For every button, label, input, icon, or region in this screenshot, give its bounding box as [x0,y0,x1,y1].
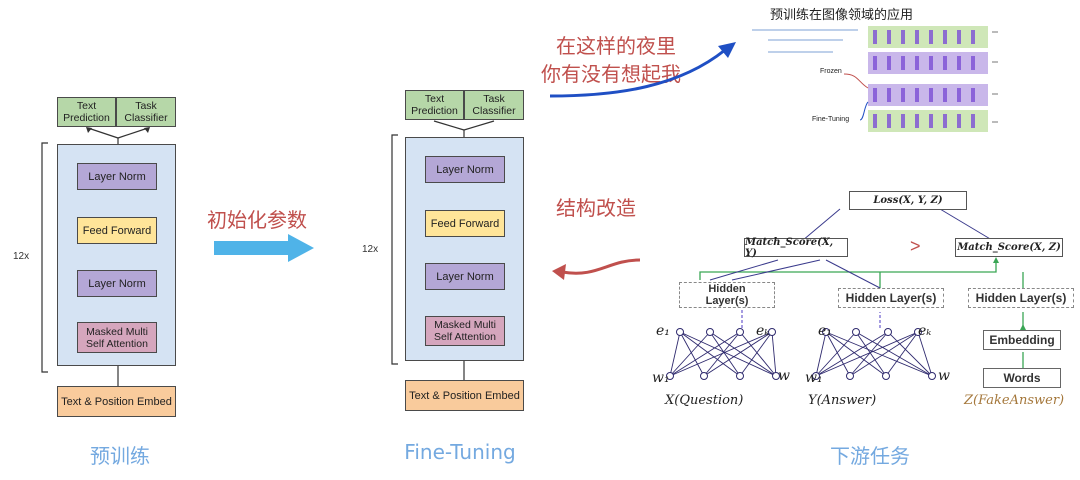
left-repeat-label: 12x [13,251,30,262]
left-caption: 预训练 [90,444,150,468]
init-params-note: 初始化参数 [207,208,307,232]
restructure-note: 结构改造 [556,196,636,220]
curved-red-arrow-icon [552,258,641,280]
downstream-connectors [666,208,1026,380]
loss-box: Loss(X, Y, Z) [849,191,967,210]
left-embed-box: Text & Position Embed [57,386,176,417]
thumbnail-title: 预训练在图像领域的应用 [770,8,914,23]
node-ek-question: eₖ [756,323,770,339]
words-box: Words [983,368,1061,388]
match-score-xy-box: Match_Score(X, Y) [744,237,848,259]
hidden-layer-answer: Hidden Layer(s) [838,288,944,308]
node-e1-answer: e₁ [818,323,832,339]
thumbnail-fine-tuning-label: Fine-Tuning [812,116,850,123]
left-feed-forward: Feed Forward [77,217,157,244]
match-score-xz-box: Match_Score(X, Z) [955,238,1063,257]
right-arrow-icon [214,234,314,262]
lyric-line-2: 你有没有想起我 [541,62,681,86]
middle-layer-norm-top: Layer Norm [425,156,505,183]
y-answer-label: Y(Answer) [808,393,877,408]
left-text-prediction-box: Text Prediction [57,97,116,127]
left-layer-norm-top: Layer Norm [77,163,157,190]
z-fake-answer-label: Z(FakeAnswer) [964,393,1065,408]
middle-repeat-label: 12x [362,244,379,255]
middle-masked-attention: Masked Multi Self Attention [425,316,505,346]
node-e1-question: e₁ [656,323,670,339]
node-w-answer: w [938,368,950,384]
middle-feed-forward: Feed Forward [425,210,505,237]
middle-text-prediction-box: Text Prediction [405,90,464,120]
x-question-label: X(Question) [665,393,744,408]
embedding-box: Embedding [983,330,1061,350]
left-layer-norm-bottom: Layer Norm [77,270,157,297]
left-masked-attention: Masked Multi Self Attention [77,322,157,353]
left-task-classifier-box: Task Classifier [116,97,176,127]
node-w1-question: w₁ [652,370,670,386]
middle-task-classifier-box: Task Classifier [464,90,524,120]
thumbnail-frozen-label: Frozen [820,68,842,75]
middle-caption: Fine-Tuning [404,440,516,464]
hidden-layer-question: Hidden Layer(s) [679,282,775,308]
middle-layer-norm-bottom: Layer Norm [425,263,505,290]
hidden-layer-fake-answer: Hidden Layer(s) [968,288,1074,308]
curved-blue-arrow-icon [549,42,736,98]
node-w-question: w [778,368,790,384]
lyric-line-1: 在这样的夜里 [556,34,676,58]
greater-than-sign: > [910,236,921,256]
thumbnail-figure [752,26,998,132]
node-w1-answer: w₁ [805,370,823,386]
downstream-caption: 下游任务 [830,444,910,468]
node-ek-answer: eₖ [918,323,932,339]
middle-embed-box: Text & Position Embed [405,380,524,411]
